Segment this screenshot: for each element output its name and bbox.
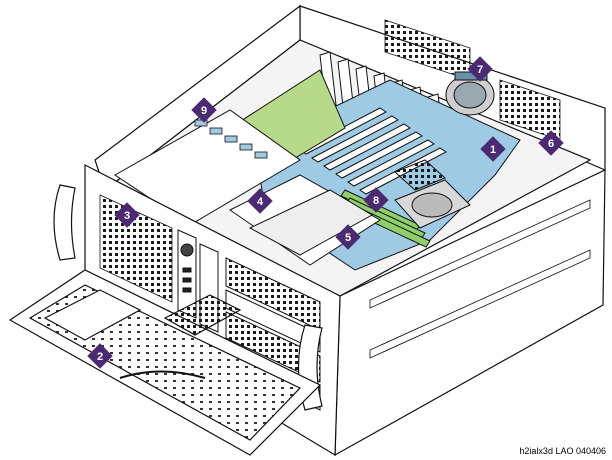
front-door (8, 269, 322, 456)
cable-connectors (194, 119, 268, 159)
callout-7-label: 7 (477, 64, 483, 76)
callout-9-label: 9 (201, 105, 207, 117)
callout-4-label: 4 (257, 196, 264, 208)
callout-1: 1 (480, 136, 506, 162)
callout-6-label: 6 (548, 138, 554, 150)
callout-8: 8 (363, 187, 389, 213)
callout-2-label: 2 (97, 351, 103, 363)
callout-2: 2 (87, 343, 113, 369)
callout-7: 7 (467, 56, 493, 82)
callout-3-label: 3 (124, 210, 130, 222)
figure-caption: h2ialx3d LAO 040406 (519, 446, 606, 456)
callout-1-label: 1 (490, 144, 496, 156)
side-wall-slots (369, 199, 591, 359)
system-fan (445, 71, 495, 116)
callout-5: 5 (335, 224, 361, 250)
callout-6: 6 (538, 130, 564, 156)
callout-8-label: 8 (373, 195, 379, 207)
callout-5-label: 5 (345, 232, 351, 244)
front-vent-left (99, 194, 173, 303)
rear-vent-grille (384, 19, 561, 141)
cpu-heatsink (394, 159, 471, 229)
